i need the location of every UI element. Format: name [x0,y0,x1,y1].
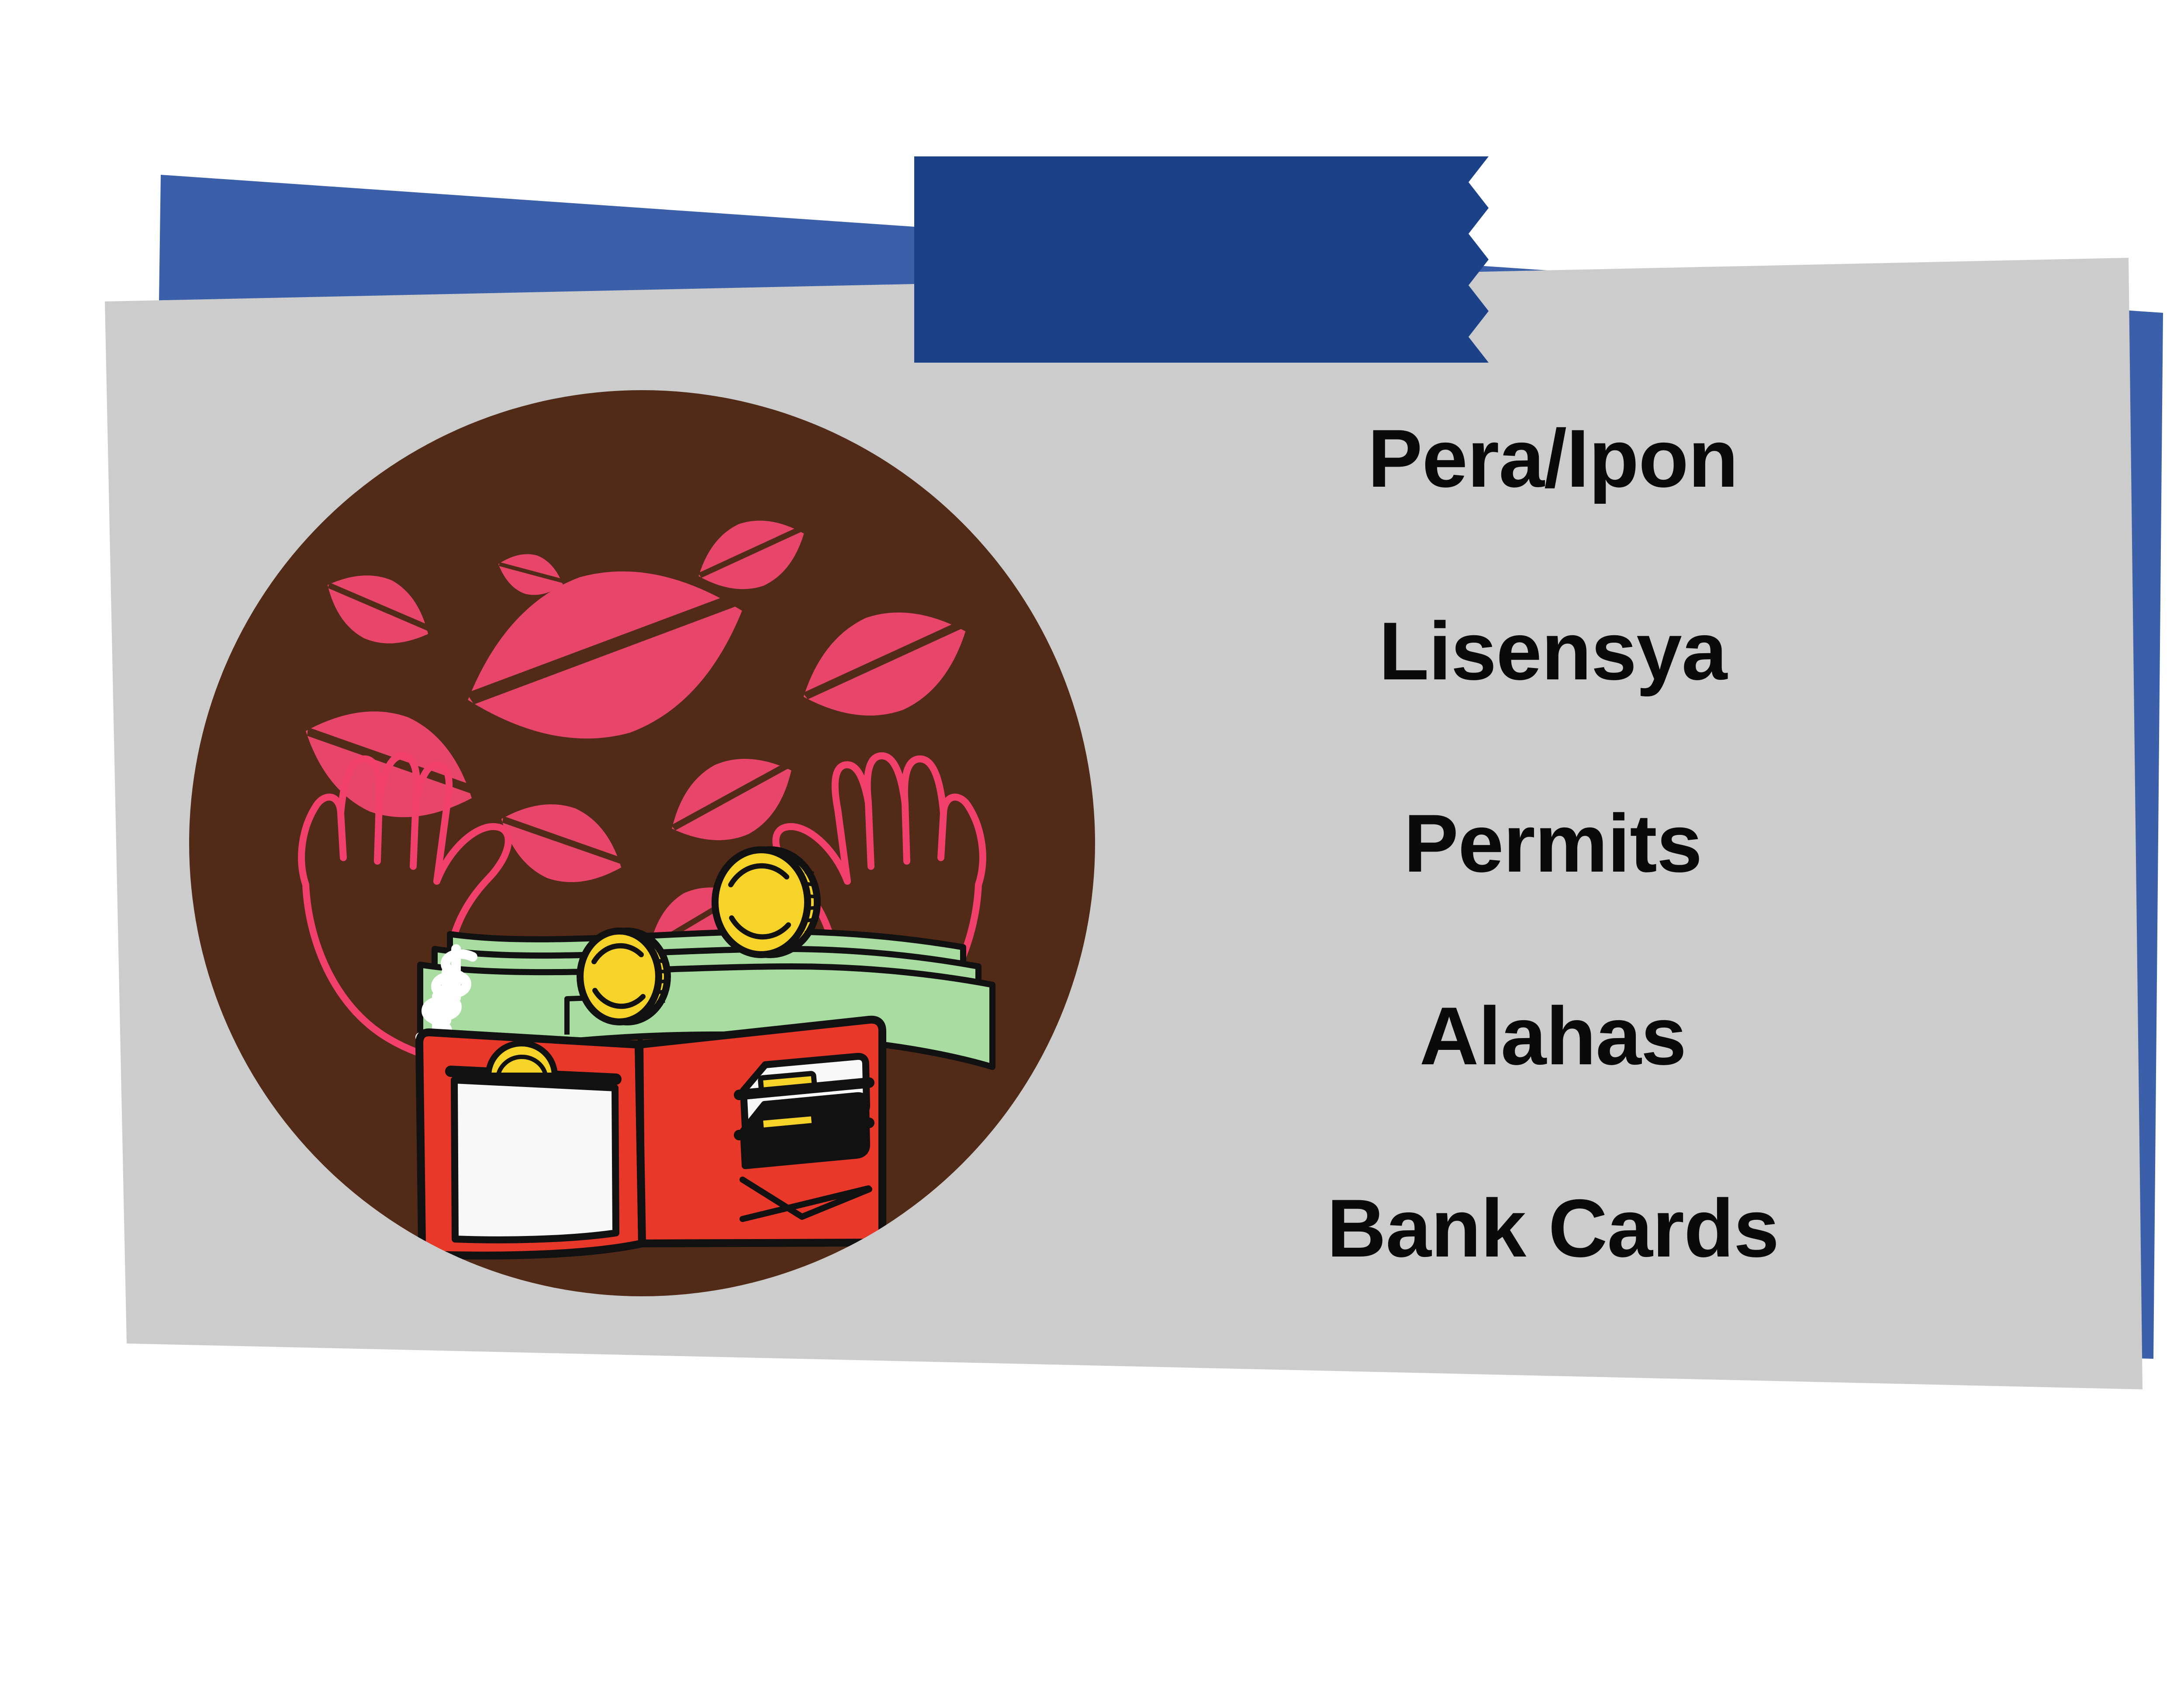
list-item-lisensya: Lisensya [1379,605,1728,697]
list-item-pera-ipon: Pera/Ipon [1368,412,1738,504]
list-item-bank-cards: Bank Cards [1327,1182,1780,1274]
gold-coins [577,846,821,1025]
list-item-alahas: Alahas [1419,990,1687,1082]
list-item-permits: Permits [1403,797,1703,889]
service-list: Pera/Ipon Lisensya Permits Alahas Bank C… [1153,417,1952,1269]
falling-leaves [305,520,966,956]
open-wallet [415,1015,886,1260]
